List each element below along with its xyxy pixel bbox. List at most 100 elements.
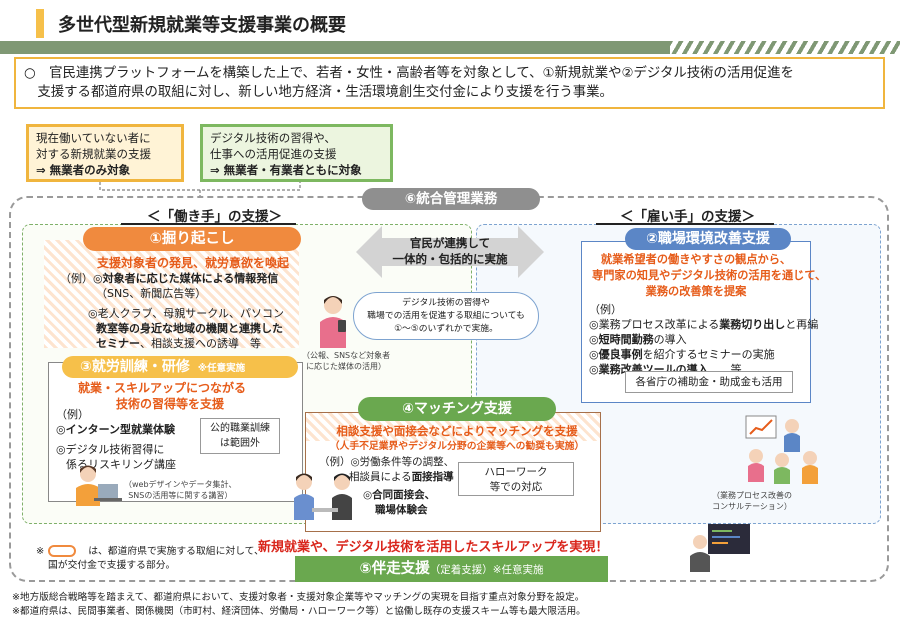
box2-item-2-post: の導入 (653, 333, 687, 346)
integration-management-label: ⑥統合管理業務 (362, 188, 540, 210)
box2-item-3-post: を紹介するセミナーの実施 (642, 348, 775, 361)
training-note-line-1: 公的職業訓練 (210, 423, 270, 434)
legend-mark: ※ (36, 546, 45, 557)
outreach-item-2-bold-2: セミナー (96, 337, 140, 350)
outreach-item-1: 対象者に応じた媒体による情報発信 (102, 272, 279, 285)
follow-up-support-box (295, 556, 608, 582)
bullet-icon: ◎ (350, 456, 360, 468)
box2-item-1-pre: 業務プロセス改革による (598, 318, 720, 331)
overview-box: ○ 官民連携プラットフォームを構築した上で、若者・女性・高齢者等を対象として、①… (14, 57, 885, 109)
training-subtitle-line-2: 技術の習得等を支援 (116, 397, 225, 411)
legend: ※ は、都道府県で実施する取組に対して、 国が交付金で支援する部分。 (36, 545, 264, 573)
training-ex-label: （例） (56, 408, 89, 421)
box4-subtitle-main: 相談支援や面接会などによりマッチングを支援 (336, 424, 578, 438)
public-private-partnership-text: 官民が連携して 一体的・包括的に実施 (391, 235, 509, 267)
training-optional: ※任意実施 (197, 363, 246, 374)
bullet-icon: ◎ (589, 363, 599, 376)
legend-text-2: 国が交付金で支援する部分。 (48, 560, 176, 571)
bullet-icon: ◎ (363, 489, 373, 501)
subsidy-note: 各省庁の補助金・助成金も活用 (625, 371, 793, 393)
outreach-caption-line-2: に応じた媒体の活用） (306, 362, 387, 371)
box5-sub: （定着支援） (429, 564, 493, 576)
bullet-icon: ◎ (589, 333, 599, 346)
target-box-digital: デジタル技術の習得や、 仕事への活用促進の支援 ⇒ 無業者・有業者ともに対象 (200, 124, 393, 182)
programmer-illustration (690, 524, 750, 572)
digital-note-cloud (353, 292, 539, 340)
bullet-icon: ◎ (56, 443, 66, 456)
outreach-subtitle: 支援対象者の発見、就労意欲を喚起 (97, 256, 290, 270)
box4-note-line-2: 等での対応 (489, 481, 543, 493)
target-a-line-2: 対する新規就業の支援 (36, 147, 151, 161)
double-arrow-icon (356, 226, 544, 278)
footnote-line-2: ※都道府県は、民間事業者、関係機関（市町村、経済団体、労働局・ハローワーク等）と… (12, 605, 586, 617)
header-stripe (0, 41, 900, 54)
box2-item-1-post: と再編 (785, 318, 819, 331)
box2-item-3: 優良事例 (598, 348, 643, 361)
consultation-caption-line-1: （業務プロセス改善の (712, 491, 792, 500)
box5-optional: ※任意実施 (492, 564, 544, 576)
training-note: 公的職業訓練 は範囲外 (200, 418, 280, 454)
title-accent-bar (36, 9, 44, 38)
hello-work-note: ハローワーク 等での対応 (458, 462, 574, 496)
footnote-line-1: ※地方版総合戦略等を踏まえて、都道府県において、支援対象者・支援対象企業等やマッ… (12, 592, 585, 603)
overview-line-2: 支援する都道府県の取組に対し、新しい地方経済・生活環境創生交付金により支援を行う… (24, 85, 613, 100)
outreach-caption-line-1: （公報、SNSなど対象者 (302, 351, 391, 360)
box4-item-1-line-2-bold: 面接指導 (411, 470, 454, 483)
bullet-icon: ◎ (589, 318, 599, 331)
outreach-item-2-bold-1: 教室等の身近な地域の機関と連携した (96, 322, 283, 335)
arrow-text-line-2: 一体的・包括的に実施 (392, 252, 508, 266)
woman-at-laptop-illustration (76, 465, 122, 506)
box2-subtitle-line-1: 就業希望者の働きやすさの観点から、 (600, 253, 792, 266)
box4-item-2-line-2: 職場体験会 (375, 503, 428, 516)
workplace-improvement-examples: （例） ◎業務プロセス改革による業務切り出しと再編 ◎短時間勤務の導入 ◎優良事… (589, 302, 818, 377)
counseling-illustration (294, 473, 352, 520)
training-note-line-2: は範囲外 (220, 438, 260, 449)
workplace-improvement-title: ②職場環境改善支援 (625, 228, 791, 250)
bullet-icon: ◎ (93, 272, 103, 285)
cloud-line-1: デジタル技術の習得や (402, 298, 490, 308)
consultation-meeting-illustration (745, 415, 818, 484)
footnotes: ※地方版総合戦略等を踏まえて、都道府県において、支援対象者・支援対象企業等やマッ… (12, 591, 586, 618)
box2-subtitle-line-3: 業務の改善策を提案 (645, 285, 747, 298)
box2-ex-label: （例） (589, 303, 622, 316)
training-caption-line-2: SNSの活用等に関する講習） (128, 491, 233, 500)
box4-ex-label: （例） (319, 456, 351, 468)
training-item-2-line-1: デジタル技術習得に (65, 443, 165, 456)
box4-subtitle-small: （人手不足業界やデジタル分野の企業等への勧奨も実施） (329, 441, 585, 452)
outreach-title: ①掘り起こし (83, 227, 301, 251)
target-connector-lines (99, 182, 301, 200)
bullet-icon: ◎ (56, 423, 66, 436)
box5-title: ⑤伴走支援 (359, 561, 430, 577)
outreach-item-1-sub: （SNS、新聞広告等） (96, 287, 207, 300)
follow-up-support-label: ⑤伴走支援（定着支援）※任意実施 (295, 556, 608, 582)
woman-with-smartphone-illustration (320, 296, 346, 348)
outreach-item-2-post: 、相談支援への誘導 等 (140, 337, 261, 350)
legend-swatch (48, 545, 76, 557)
matching-title: ④マッチング支援 (358, 397, 556, 421)
employer-support-header: ＜「雇い手」の支援＞ (620, 209, 755, 225)
box4-note-line-1: ハローワーク (484, 466, 548, 478)
target-box-new-employment: 現在働いていない者に 対する新規就業の支援 ⇒ 無業者のみ対象 (26, 124, 184, 182)
cloud-line-2: 職場での活用を促進する取組についても (367, 311, 525, 321)
bullet-icon: ◎ (88, 307, 98, 320)
consultation-caption: （業務プロセス改善の コンサルテーション） (712, 490, 792, 512)
overview-line-1: ○ 官民連携プラットフォームを構築した上で、若者・女性・高齢者等を対象として、①… (24, 66, 794, 81)
worker-support-header: ＜「働き手」の支援＞ (147, 209, 282, 225)
outreach-examples: （例）◎対象者に応じた媒体による情報発信 （SNS、新聞広告等） ◎老人クラブ、… (60, 271, 284, 351)
training-caption-line-1: （webデザインやデータ集計、 (124, 480, 237, 489)
box4-item-1-line-2-pre: 相談員による (349, 470, 412, 483)
target-b-line-1: デジタル技術の習得や、 (210, 131, 336, 145)
bullet-icon: ◎ (589, 348, 599, 361)
training-subtitle: 就業・スキルアップにつながる 技術の習得等を支援 (78, 380, 246, 412)
box2-item-4-post: 等 (708, 363, 742, 376)
box2-item-2: 短時間勤務 (598, 333, 654, 346)
matching-examples: （例）◎労働条件等の調整、 相談員による面接指導 ◎合同面接会、 職場体験会 (319, 455, 454, 517)
outreach-box (44, 240, 299, 348)
training-title-pill: ③就労訓練・研修※任意実施 (62, 356, 298, 378)
arrow-text-line-1: 官民が連携して (409, 236, 491, 250)
target-b-line-3: ⇒ 無業者・有業者ともに対象 (210, 163, 362, 177)
target-a-line-3: ⇒ 無業者のみ対象 (36, 163, 131, 177)
legend-text-1: は、都道府県で実施する取組に対して、 (88, 546, 264, 557)
matching-subtitle: 相談支援や面接会などによりマッチングを支援 （人手不足業界やデジタル分野の企業等… (323, 423, 591, 455)
workplace-improvement-subtitle: 就業希望者の働きやすさの観点から、 専門家の知見やデジタル技術の活用を通じて、 … (592, 252, 826, 300)
